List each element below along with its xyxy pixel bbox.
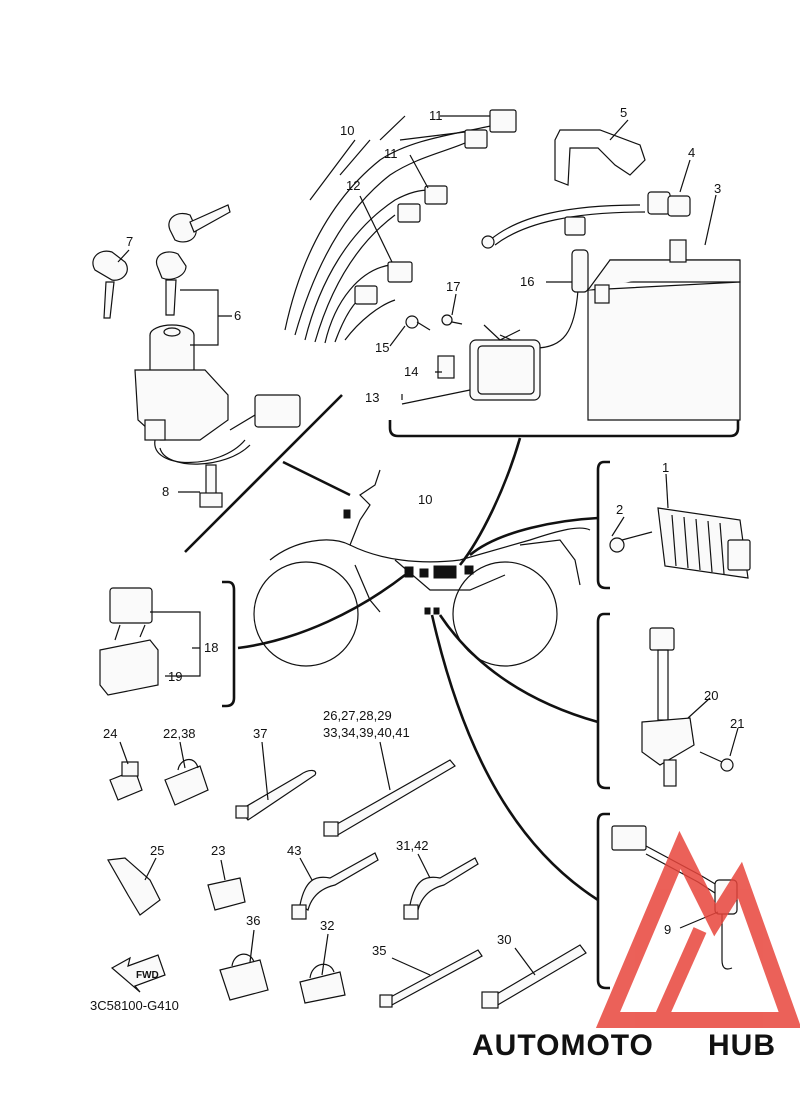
callout-8: 8 — [162, 484, 169, 499]
callout-labels: 11 10 11 12 5 4 3 16 17 15 14 13 7 6 8 1… — [90, 105, 744, 1013]
small-part-leaders — [119, 741, 536, 976]
callout-9: 9 — [664, 922, 671, 937]
watermark-text-right: HUB — [708, 1029, 776, 1062]
callout-1: 1 — [662, 460, 669, 475]
clamp-25 — [107, 857, 161, 916]
callout-23: 23 — [211, 843, 225, 858]
key-set — [92, 204, 231, 319]
callout-12: 12 — [346, 178, 360, 193]
bolt-8 — [199, 464, 223, 508]
callout-19: 19 — [168, 669, 182, 684]
motorcycle-silhouette — [253, 469, 591, 667]
callout-21: 21 — [730, 716, 744, 731]
callout-10a: 10 — [340, 123, 354, 138]
callout-22-38: 22,38 — [163, 726, 196, 741]
callout-11a: 11 — [429, 108, 443, 123]
callout-25: 25 — [150, 843, 164, 858]
bracket-regulator — [596, 460, 610, 590]
fwd-label: FWD — [136, 970, 159, 981]
callout-43: 43 — [287, 843, 301, 858]
clamp-22-38 — [164, 759, 209, 806]
battery-band — [554, 129, 646, 186]
rectifier-regulator — [609, 507, 751, 579]
callout-32: 32 — [320, 918, 334, 933]
tie-31-42 — [403, 857, 479, 920]
battery — [587, 239, 741, 421]
bracket-sensor — [596, 812, 610, 990]
callout-31-42: 31,42 — [396, 838, 429, 853]
watermark-logo — [595, 830, 800, 1028]
callout-6: 6 — [234, 308, 241, 323]
battery-group-bracket — [388, 420, 740, 438]
clamp-24 — [109, 761, 143, 801]
watermark-text-left: AUTOMOTO — [472, 1029, 654, 1062]
tie-26-41 — [323, 759, 456, 837]
callout-11b: 11 — [384, 146, 398, 161]
callout-leaders — [117, 115, 739, 929]
fwd-arrow-icon: FWD — [110, 954, 166, 993]
callout-20: 20 — [704, 688, 718, 703]
callout-36: 36 — [246, 913, 260, 928]
callout-3: 3 — [714, 181, 721, 196]
callout-35: 35 — [372, 943, 386, 958]
clamp-23 — [207, 877, 246, 911]
tie-37 — [235, 769, 317, 821]
clamp-36 — [219, 953, 269, 1001]
sidestand-switch — [641, 627, 734, 787]
callout-16: 16 — [520, 274, 534, 289]
bracket-sidestand — [596, 612, 610, 790]
tie-35 — [379, 949, 483, 1008]
tie-30 — [481, 944, 587, 1009]
callout-24: 24 — [103, 726, 117, 741]
battery-lead — [481, 191, 691, 249]
callout-5: 5 — [620, 105, 627, 120]
callout-2: 2 — [616, 502, 623, 517]
callout-17: 17 — [446, 279, 460, 294]
callout-15: 15 — [375, 340, 389, 355]
leader-lines — [184, 394, 599, 902]
callout-37: 37 — [253, 726, 267, 741]
callout-4: 4 — [688, 145, 695, 160]
starter-relay — [405, 314, 541, 401]
main-switch — [134, 324, 301, 465]
callout-13: 13 — [365, 390, 379, 405]
callout-26-29: 26,27,28,29 — [323, 708, 392, 723]
bracket-relay — [222, 580, 236, 708]
callout-7: 7 — [126, 234, 133, 249]
tie-43 — [291, 852, 379, 920]
callout-18: 18 — [204, 640, 218, 655]
callout-14: 14 — [404, 364, 418, 379]
relay-assembly — [99, 587, 159, 696]
wire-harness — [284, 109, 517, 344]
callout-30: 30 — [497, 932, 511, 947]
clamp-32 — [299, 963, 346, 1004]
callout-33-41: 33,34,39,40,41 — [323, 725, 410, 740]
diagram-code: 3C58100-G410 — [90, 998, 179, 1013]
callout-10b: 10 — [418, 492, 432, 507]
